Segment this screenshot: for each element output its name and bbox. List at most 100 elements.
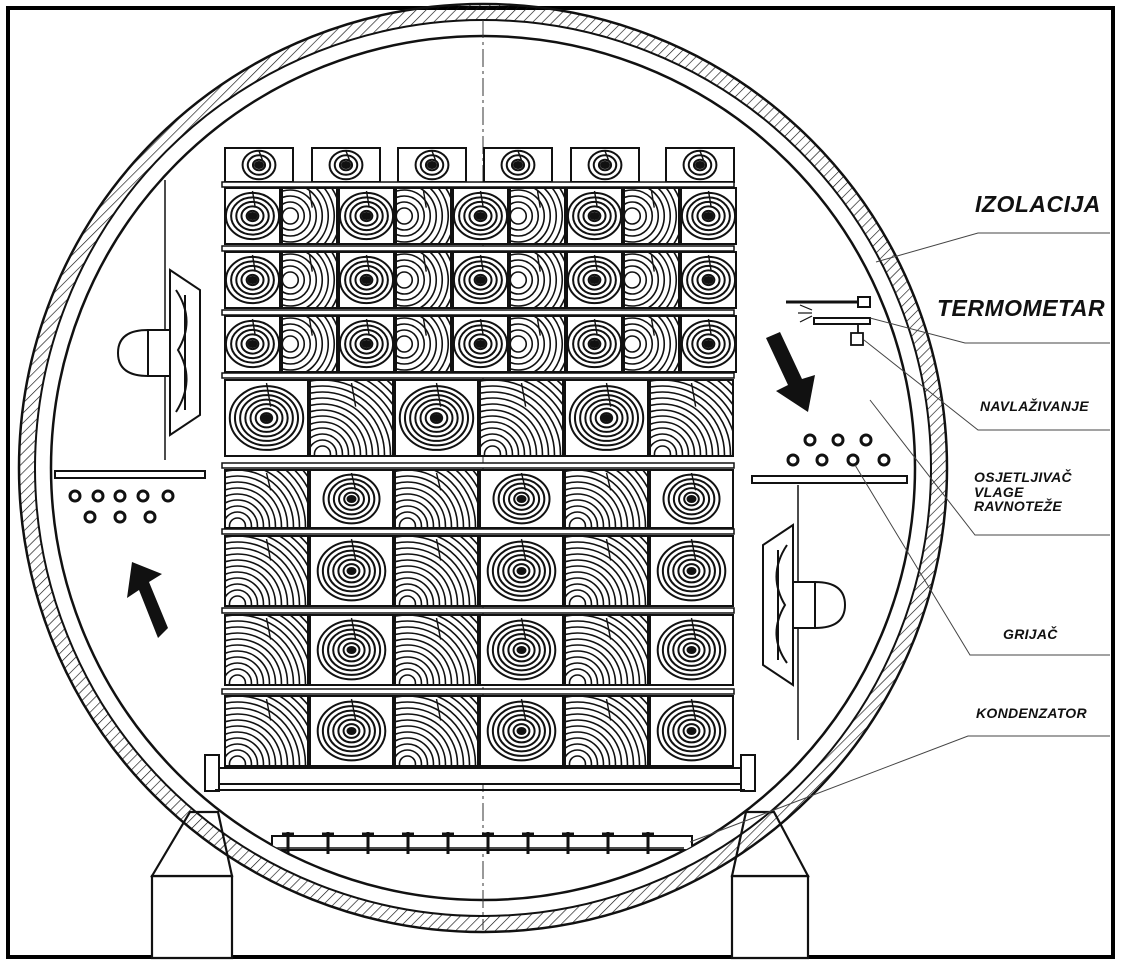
label-osjetljivac-line2: VLAGE bbox=[974, 483, 1024, 500]
heater-tube-icon bbox=[815, 453, 829, 467]
label-grijac: GRIJAČ bbox=[1003, 626, 1058, 642]
board-end bbox=[566, 251, 623, 309]
board-end bbox=[564, 535, 649, 607]
air-baffles bbox=[54, 470, 908, 484]
heater-tube-icon bbox=[846, 453, 860, 467]
heater-tube-icon bbox=[91, 489, 105, 503]
board-end bbox=[395, 187, 452, 245]
board-end bbox=[395, 315, 452, 373]
heater-tube-icon bbox=[68, 489, 82, 503]
board-end bbox=[479, 469, 564, 529]
label-leader-lines bbox=[689, 232, 1110, 843]
label-termometar: TERMOMETAR bbox=[937, 295, 1106, 321]
board-end bbox=[394, 614, 479, 686]
board-end bbox=[680, 187, 737, 245]
board-end bbox=[397, 147, 467, 183]
board-end bbox=[483, 147, 553, 183]
board-end bbox=[394, 469, 479, 529]
board-end bbox=[309, 695, 394, 767]
heater-tubes bbox=[68, 433, 891, 524]
timber-stack bbox=[221, 147, 737, 767]
heater-tube-icon bbox=[83, 510, 97, 524]
board-end bbox=[564, 695, 649, 767]
board-end bbox=[224, 695, 309, 767]
image-frame bbox=[6, 6, 1115, 959]
heater-tube-icon bbox=[113, 489, 127, 503]
board-end bbox=[623, 315, 680, 373]
board-end bbox=[570, 147, 640, 183]
board-end bbox=[309, 535, 394, 607]
kiln-supports bbox=[150, 810, 810, 960]
board-end bbox=[394, 695, 479, 767]
heater-tube-icon bbox=[859, 433, 873, 447]
board-end bbox=[224, 315, 281, 373]
board-end bbox=[479, 535, 564, 607]
left-support bbox=[150, 874, 234, 960]
board-end bbox=[395, 251, 452, 309]
right-support bbox=[730, 874, 810, 960]
thermometer-icon bbox=[786, 296, 871, 325]
airflow-arrows bbox=[127, 332, 815, 638]
heater-tube-icon bbox=[831, 433, 845, 447]
board-end bbox=[309, 614, 394, 686]
board-end bbox=[309, 469, 394, 529]
board-end bbox=[509, 187, 566, 245]
board-end bbox=[338, 187, 395, 245]
heater-tube-icon bbox=[143, 510, 157, 524]
board-end bbox=[452, 187, 509, 245]
board-end bbox=[281, 187, 338, 245]
heater-tube-icon bbox=[136, 489, 150, 503]
label-izolacija: IZOLACIJA bbox=[975, 191, 1101, 217]
board-end bbox=[479, 695, 564, 767]
label-osjetljivac-vlage-ravnoteze: OSJETLJIVAČ VLAGE RAVNOTEŽE bbox=[974, 470, 1072, 514]
board-end bbox=[452, 251, 509, 309]
humidifier-nozzle-icon bbox=[798, 304, 813, 323]
board-end bbox=[564, 614, 649, 686]
condenser bbox=[271, 832, 693, 854]
label-osjetljivac-line3: RAVNOTEŽE bbox=[974, 498, 1062, 515]
board-end bbox=[649, 379, 734, 457]
board-end bbox=[224, 469, 309, 529]
board-end bbox=[224, 251, 281, 309]
board-end bbox=[680, 315, 737, 373]
sensor-icon bbox=[850, 324, 864, 346]
heater-tube-icon bbox=[161, 489, 175, 503]
board-end bbox=[649, 614, 734, 686]
timber-trolley bbox=[204, 754, 756, 792]
heater-tube-icon bbox=[803, 433, 817, 447]
label-navlazivanje: NAVLAŽIVANJE bbox=[980, 398, 1089, 414]
label-kondenzator: KONDENZATOR bbox=[976, 705, 1087, 721]
board-end bbox=[338, 251, 395, 309]
left-fan-icon bbox=[116, 268, 201, 437]
board-end bbox=[224, 187, 281, 245]
board-end bbox=[281, 251, 338, 309]
board-end bbox=[338, 315, 395, 373]
board-end bbox=[479, 614, 564, 686]
board-end bbox=[649, 469, 734, 529]
board-end bbox=[224, 379, 309, 457]
board-end bbox=[509, 251, 566, 309]
board-end bbox=[623, 251, 680, 309]
airflow-arrow-right-icon bbox=[766, 332, 815, 412]
heater-tube-icon bbox=[877, 453, 891, 467]
board-end bbox=[649, 535, 734, 607]
board-end bbox=[452, 315, 509, 373]
board-end bbox=[224, 535, 309, 607]
label-osjetljivac-line1: OSJETLJIVAČ bbox=[974, 469, 1072, 485]
board-end bbox=[394, 535, 479, 607]
board-end bbox=[509, 315, 566, 373]
board-end bbox=[566, 315, 623, 373]
board-end bbox=[309, 379, 394, 457]
board-end bbox=[564, 469, 649, 529]
board-end bbox=[311, 147, 381, 183]
board-end bbox=[566, 187, 623, 245]
board-end bbox=[665, 147, 735, 183]
board-end bbox=[224, 614, 309, 686]
board-end bbox=[649, 695, 734, 767]
board-end bbox=[680, 251, 737, 309]
right-fan-icon bbox=[762, 523, 847, 687]
board-end bbox=[224, 147, 294, 183]
board-end bbox=[479, 379, 564, 457]
airflow-arrow-left-icon bbox=[127, 562, 168, 638]
